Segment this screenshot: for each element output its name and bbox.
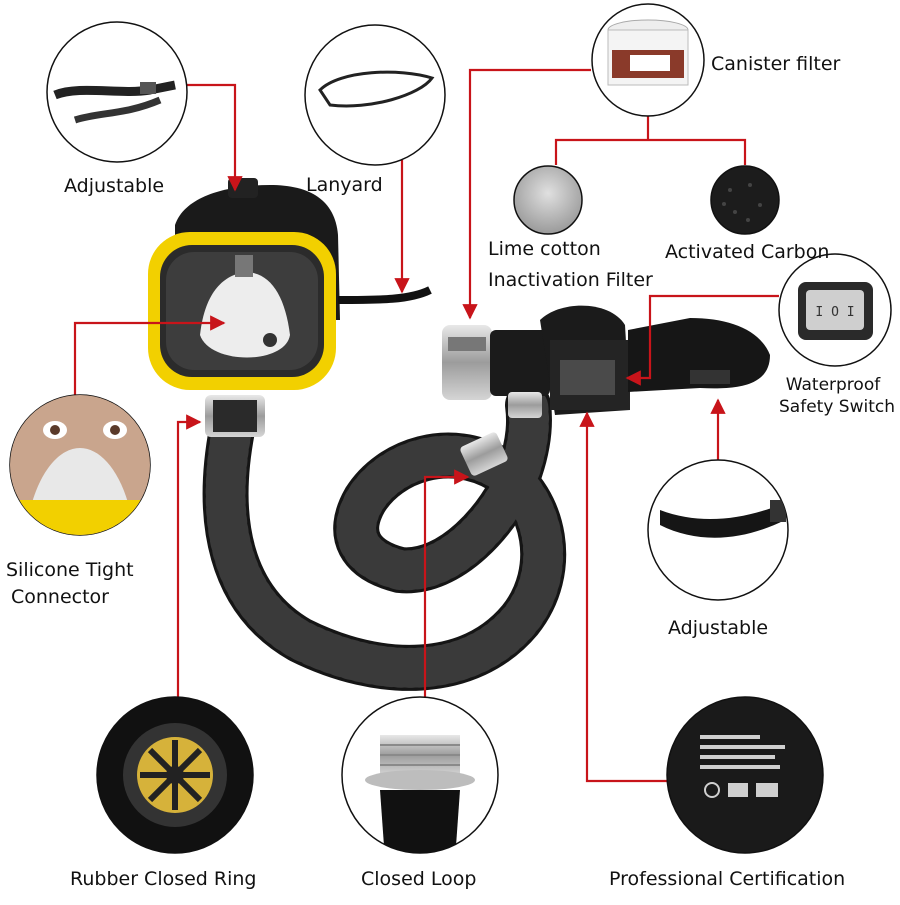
label-waterproof: Waterproof	[785, 375, 881, 395]
switch-text: I O I	[815, 305, 854, 320]
arrow-canister-split	[554, 116, 747, 165]
label-rubber-closed-ring: Rubber Closed Ring	[70, 868, 257, 890]
label-connector: Connector	[11, 586, 109, 608]
blower-unit	[442, 305, 770, 476]
inset-adjustable-strap	[46, 21, 188, 163]
inset-lanyard	[304, 24, 446, 166]
label-activated-carbon: Activated Carbon	[665, 241, 830, 263]
arrow-closed-loop	[423, 469, 470, 697]
inset-waterproof-switch: I O I	[778, 253, 892, 367]
label-professional-certification: Professional Certification	[609, 868, 846, 890]
label-lime-cotton: Lime cotton	[488, 238, 601, 260]
label-adjustable-top: Adjustable	[64, 175, 165, 197]
label-closed-loop: Closed Loop	[361, 868, 477, 890]
inset-activated-carbon	[710, 165, 780, 235]
arrow-canister	[462, 68, 591, 320]
inset-lime-cotton	[513, 165, 583, 235]
label-adjustable-right: Adjustable	[668, 617, 769, 639]
arrow-adjustable-top	[187, 83, 243, 192]
inset-adjustable-belt	[647, 459, 789, 601]
arrow-silicone	[73, 315, 226, 395]
arrow-switch	[625, 294, 779, 386]
label-lanyard: Lanyard	[306, 174, 383, 196]
callout-arrows	[73, 68, 779, 783]
label-silicone-tight: Silicone Tight	[6, 559, 134, 581]
breathing-hose	[202, 382, 567, 691]
inset-closed-loop	[341, 696, 499, 854]
label-canister-filter: Canister filter	[711, 53, 841, 75]
inset-silicone-connector	[9, 394, 151, 536]
full-face-mask	[148, 178, 432, 437]
inset-canister-filter	[591, 3, 705, 117]
label-inactivation-filter: Inactivation Filter	[488, 269, 653, 291]
inset-certification	[666, 696, 824, 854]
arrow-rubber-ring	[176, 414, 202, 697]
arrow-certification	[579, 411, 667, 783]
label-safety-switch: Safety Switch	[779, 397, 895, 417]
inset-rubber-ring	[96, 696, 254, 854]
